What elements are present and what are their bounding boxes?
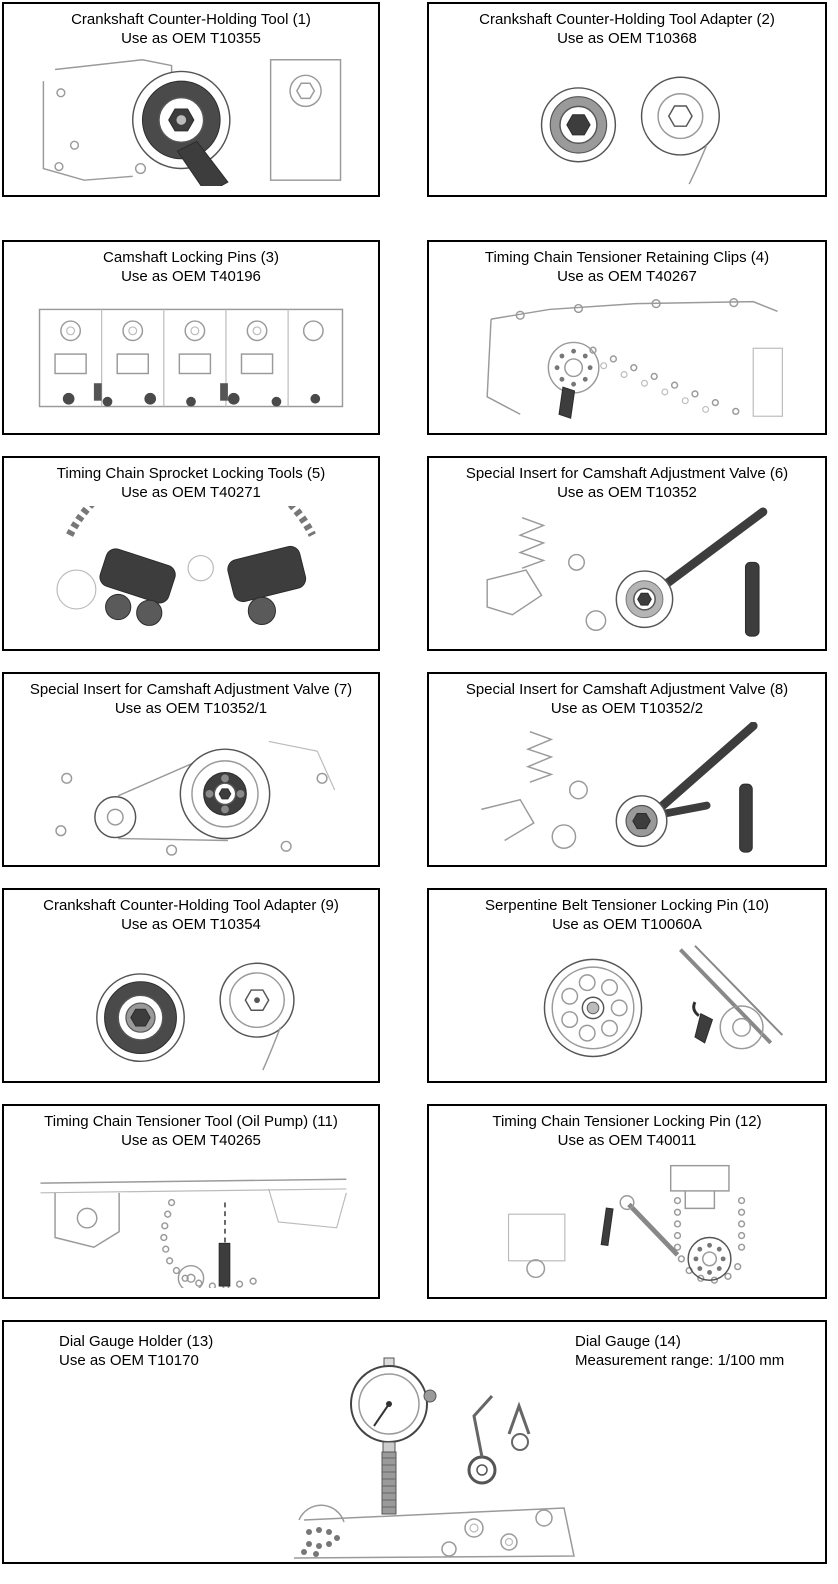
tool-oem-2: Use as OEM T10368 xyxy=(557,30,697,47)
row-2: Camshaft Locking Pins (3) Use as OEM T40… xyxy=(2,240,836,435)
tool-oem-11: Use as OEM T40265 xyxy=(121,1132,261,1149)
illustration-10 xyxy=(543,944,784,1057)
tool-title-5: Timing Chain Sprocket Locking Tools (5) xyxy=(56,465,326,482)
tool-title-7: Special Insert for Camshaft Adjustment V… xyxy=(29,681,353,698)
illustration-8 xyxy=(481,721,758,853)
dial-gauge-panel: Dial Gauge Holder (13) Use as OEM T10170… xyxy=(2,1320,827,1564)
tool-title-4: Timing Chain Tensioner Retaining Clips (… xyxy=(484,249,770,266)
tool-title-11: Timing Chain Tensioner Tool (Oil Pump) (… xyxy=(44,1113,338,1130)
illustration-6 xyxy=(486,506,768,637)
dial-gauge-illustration xyxy=(293,1357,575,1559)
tool-panel-2: Crankshaft Counter-Holding Tool Adapter … xyxy=(427,2,827,197)
dial-gauge-title: Dial Gauge (14) xyxy=(575,1333,681,1350)
tensioner-retaining-clips-illustration xyxy=(429,286,825,427)
tool-title-9: Crankshaft Counter-Holding Tool Adapter … xyxy=(43,897,339,914)
illustration-2 xyxy=(540,76,720,184)
crankshaft-adapter-illustration xyxy=(429,48,825,189)
tool-oem-8: Use as OEM T10352/2 xyxy=(550,700,704,717)
tool-panel-3: Camshaft Locking Pins (3) Use as OEM T40… xyxy=(2,240,380,435)
camshaft-locking-pins-illustration xyxy=(4,286,378,427)
tool-oem-6: Use as OEM T10352 xyxy=(557,484,697,501)
tool-oem-1: Use as OEM T10355 xyxy=(121,30,261,47)
tool-oem-3: Use as OEM T40196 xyxy=(121,268,261,285)
tool-panel-12: Timing Chain Tensioner Locking Pin (12) … xyxy=(427,1104,827,1299)
dial-gauge-holder-oem: Use as OEM T10170 xyxy=(59,1352,199,1369)
illustration-5 xyxy=(56,505,316,626)
tool-oem-5: Use as OEM T40271 xyxy=(121,484,261,501)
dial-gauge-labels: Dial Gauge Holder (13) Use as OEM T10170… xyxy=(4,1322,825,1370)
tool-title-10: Serpentine Belt Tensioner Locking Pin (1… xyxy=(484,897,770,914)
tool-title-1: Crankshaft Counter-Holding Tool (1) xyxy=(71,11,311,28)
camshaft-valve-insert-1-illustration xyxy=(4,718,378,859)
dial-gauge-holder-title: Dial Gauge Holder (13) xyxy=(59,1333,214,1350)
camshaft-valve-insert-2-illustration xyxy=(429,718,825,859)
oil-pump-tensioner-tool-illustration xyxy=(4,1150,378,1291)
tool-panel-1: Crankshaft Counter-Holding Tool (1) Use … xyxy=(2,2,380,197)
row-4: Special Insert for Camshaft Adjustment V… xyxy=(2,672,836,867)
tool-panel-4: Timing Chain Tensioner Retaining Clips (… xyxy=(427,240,827,435)
tool-panel-8: Special Insert for Camshaft Adjustment V… xyxy=(427,672,827,867)
illustration-4 xyxy=(486,297,783,419)
tool-title-2: Crankshaft Counter-Holding Tool Adapter … xyxy=(479,11,775,28)
tool-panel-5: Timing Chain Sprocket Locking Tools (5) … xyxy=(2,456,380,651)
crankshaft-adapter-2-illustration xyxy=(4,934,378,1075)
tool-panel-11: Timing Chain Tensioner Tool (Oil Pump) (… xyxy=(2,1104,380,1299)
tool-oem-10: Use as OEM T10060A xyxy=(552,916,702,933)
row-5: Crankshaft Counter-Holding Tool Adapter … xyxy=(2,888,836,1083)
row-3: Timing Chain Sprocket Locking Tools (5) … xyxy=(2,456,836,651)
row-1: Crankshaft Counter-Holding Tool (1) Use … xyxy=(2,2,836,197)
camshaft-valve-insert-illustration xyxy=(429,502,825,643)
dial-gauge-label: Dial Gauge (14) Measurement range: 1/100… xyxy=(575,1332,825,1370)
tool-panel-6: Special Insert for Camshaft Adjustment V… xyxy=(427,456,827,651)
illustration-9 xyxy=(96,962,295,1070)
chain-tensioner-pin-illustration xyxy=(429,1150,825,1291)
crankshaft-counter-holding-tool-illustration xyxy=(4,48,378,189)
tool-panel-10: Serpentine Belt Tensioner Locking Pin (1… xyxy=(427,888,827,1083)
illustration-11 xyxy=(40,1178,347,1288)
illustration-7 xyxy=(55,740,336,856)
belt-tensioner-pin-illustration xyxy=(429,934,825,1075)
illustration-1 xyxy=(42,58,342,186)
tool-title-12: Timing Chain Tensioner Locking Pin (12) xyxy=(492,1113,762,1130)
tool-title-8: Special Insert for Camshaft Adjustment V… xyxy=(465,681,789,698)
tool-oem-9: Use as OEM T10354 xyxy=(121,916,261,933)
tool-title-6: Special Insert for Camshaft Adjustment V… xyxy=(465,465,789,482)
tool-oem-4: Use as OEM T40267 xyxy=(557,268,697,285)
illustration-12 xyxy=(507,1164,746,1284)
dial-gauge-holder-label: Dial Gauge Holder (13) Use as OEM T10170 xyxy=(59,1332,213,1370)
sprocket-locking-tools-illustration xyxy=(4,502,378,643)
tool-panel-9: Crankshaft Counter-Holding Tool Adapter … xyxy=(2,888,380,1083)
row-6: Timing Chain Tensioner Tool (Oil Pump) (… xyxy=(2,1104,836,1299)
illustration-3 xyxy=(38,308,344,407)
dial-gauge-range: Measurement range: 1/100 mm xyxy=(575,1352,785,1369)
tool-panel-7: Special Insert for Camshaft Adjustment V… xyxy=(2,672,380,867)
tool-oem-7: Use as OEM T10352/1 xyxy=(114,700,268,717)
tool-title-3: Camshaft Locking Pins (3) xyxy=(103,249,279,266)
tool-oem-12: Use as OEM T40011 xyxy=(557,1132,697,1149)
